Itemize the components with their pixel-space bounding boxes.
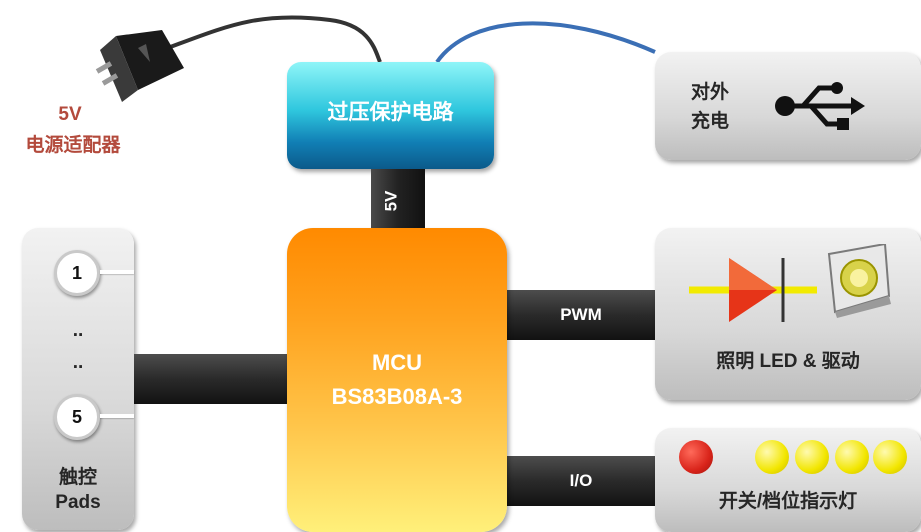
yellow-indicator-light-1 xyxy=(755,440,789,474)
adapter-voltage: 5V xyxy=(58,104,82,125)
red-indicator-light xyxy=(679,440,713,474)
touch-label-line2: Pads xyxy=(55,492,101,513)
touch-pad-1: 1 xyxy=(54,250,100,296)
link-5v: 5V xyxy=(371,169,425,232)
io-label: I/O xyxy=(569,471,593,490)
mcu-label: MCU xyxy=(371,350,423,375)
usb-icon xyxy=(775,82,865,130)
yellow-indicator-light-4 xyxy=(873,440,907,474)
protection-label: 过压保护电路 xyxy=(327,101,454,124)
indicator-box: 开关/档位指示灯 xyxy=(655,428,921,532)
touch-label-line1: 触控 xyxy=(58,467,97,488)
link-5v-label: 5V xyxy=(381,190,401,212)
usb-cable xyxy=(435,21,656,64)
charge-label-line2: 充电 xyxy=(691,111,730,132)
power-adapter-icon xyxy=(95,30,184,102)
led-driver-icon xyxy=(689,258,817,322)
touch-pad-1-trace xyxy=(100,270,134,274)
touch-dots-1: .. xyxy=(72,320,84,341)
mcu-part-number: BS83B08A-3 xyxy=(331,384,463,409)
touch-pad-5: 5 xyxy=(54,394,100,440)
touch-dots-2: .. xyxy=(72,352,84,373)
link-io: I/O xyxy=(507,456,655,506)
yellow-indicator-light-2 xyxy=(795,440,829,474)
touch-pad-5-trace xyxy=(100,414,134,418)
yellow-indicator-light-3 xyxy=(835,440,869,474)
lighting-box: 照明 LED & 驱动 xyxy=(655,228,921,400)
adapter-cable xyxy=(139,15,382,63)
indicator-label: 开关/档位指示灯 xyxy=(718,491,858,512)
protection-circuit-box: 过压保护电路 xyxy=(287,62,494,169)
mcu-box: MCU BS83B08A-3 xyxy=(287,228,507,532)
touch-pads-box: 1 .. .. 5 触控 Pads xyxy=(22,228,134,530)
adapter-label: 电源适配器 xyxy=(25,135,121,156)
link-touch-mcu xyxy=(134,354,288,404)
charge-label-line1: 对外 xyxy=(691,82,730,103)
led-chip-icon xyxy=(827,244,891,318)
link-pwm: PWM xyxy=(507,290,655,340)
lighting-label: 照明 LED & 驱动 xyxy=(716,351,860,372)
external-charge-box: 对外 充电 xyxy=(655,52,921,160)
pwm-label: PWM xyxy=(560,305,602,324)
